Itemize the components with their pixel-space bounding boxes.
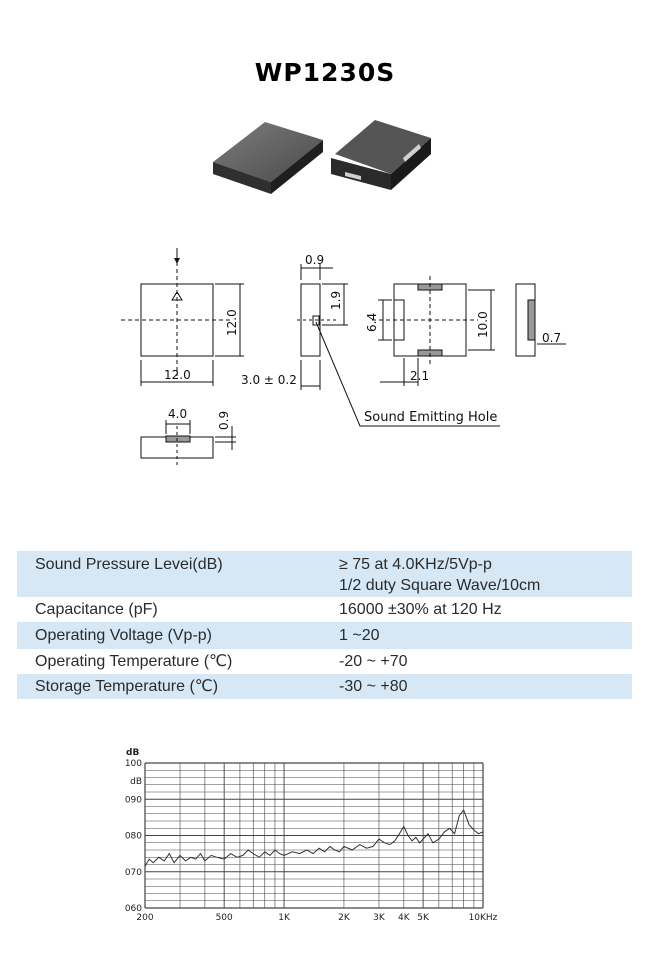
- spec-value: 16000 ±30% at 120 Hz: [339, 601, 502, 618]
- x-tick-label: 5K: [417, 913, 430, 923]
- spec-value-line: ≥ 75 at 4.0KHz/5Vp-p: [339, 556, 492, 573]
- side-view: [300, 283, 321, 357]
- y-axis-label: dB: [126, 748, 139, 758]
- y-tick-label: 070: [125, 868, 142, 878]
- spec-table: Sound Pressure Levei(dB) ≥ 75 at 4.0KHz/…: [17, 551, 632, 699]
- dim-top-width: 12.0: [164, 368, 191, 382]
- spec-label: Capacitance (pF): [35, 601, 158, 618]
- spec-row: Sound Pressure Levei(dB) ≥ 75 at 4.0KHz/…: [17, 551, 632, 597]
- x-tick-label: 2K: [338, 913, 351, 923]
- response-curve: [144, 809, 484, 867]
- x-tick-label: 500: [216, 913, 233, 923]
- spec-row: Capacitance (pF) 16000 ±30% at 120 Hz: [17, 597, 632, 622]
- spec-row: Operating Voltage (Vp-p) 1 ~20: [17, 622, 632, 649]
- y-tick-label: 080: [125, 832, 142, 842]
- dim-bottom-height: 10.0: [476, 311, 490, 338]
- y-tick-label: dB: [130, 777, 142, 787]
- spec-label: Operating Temperature (℃): [35, 653, 233, 670]
- dim-hole-height: 1.9: [329, 291, 343, 310]
- dim-pad-thickness: 0.7: [542, 331, 561, 345]
- spec-value: -30 ~ +80: [339, 678, 408, 695]
- spec-value: 1 ~20: [339, 627, 380, 644]
- dim-top-height: 12.0: [225, 309, 239, 336]
- spec-label: Operating Voltage (Vp-p): [35, 627, 212, 644]
- page-title: WP1230S: [254, 58, 396, 87]
- dim-bottom-inner: 6.4: [365, 313, 379, 332]
- spec-label: Sound Pressure Levei(dB): [35, 556, 223, 573]
- callout-sound-hole: Sound Emitting Hole: [364, 410, 497, 425]
- y-tick-label: 100: [125, 759, 142, 769]
- dimension-drawing: 12.0 12.0 0.9 1.9 3.0 ± 0.2 6.4 10.0 2.1…: [121, 248, 566, 468]
- y-tick-label: 090: [125, 795, 142, 805]
- spec-value: ≥ 75 at 4.0KHz/5Vp-p 1/2 duty Square Wav…: [335, 554, 632, 597]
- spec-row: Storage Temperature (℃) -30 ~ +80: [17, 674, 632, 699]
- spec-value-line: 1/2 duty Square Wave/10cm: [339, 577, 541, 594]
- dim-thickness: 3.0 ± 0.2: [241, 373, 297, 387]
- dim-base-height: 0.9: [217, 411, 231, 430]
- spec-label: Storage Temperature (℃): [35, 678, 219, 695]
- spec-row: Operating Temperature (℃) -20 ~ +70: [17, 649, 632, 674]
- spec-value: -20 ~ +70: [339, 653, 408, 670]
- dim-base-width: 4.0: [168, 407, 187, 421]
- dim-bottom-offset: 2.1: [410, 369, 429, 383]
- dim-side-gap: 0.9: [305, 253, 324, 267]
- x-tick-label: 3K: [373, 913, 386, 923]
- y-tick-label: 060: [125, 904, 142, 914]
- x-tick-label: 1K: [278, 913, 291, 923]
- x-tick-label: 200: [136, 913, 153, 923]
- product-photo: [213, 120, 431, 194]
- x-tick-label: 10KHz: [469, 913, 498, 923]
- x-tick-label: 4K: [398, 913, 411, 923]
